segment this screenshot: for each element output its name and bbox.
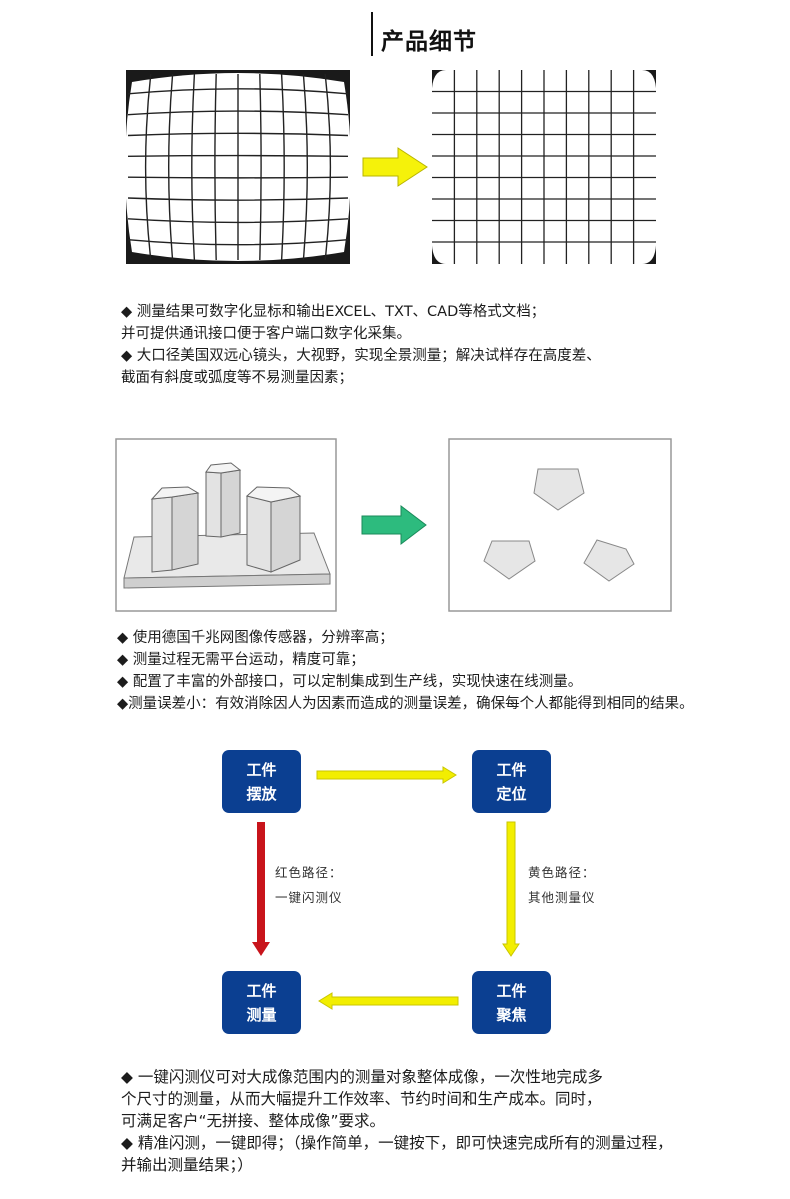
workflow-arrows	[252, 766, 520, 1010]
yellow-arrow-icon	[502, 821, 520, 957]
feature-line: 并可提供通讯接口便于客户端口数字化采集。	[121, 326, 411, 342]
flow-box-line: 工件	[246, 760, 277, 779]
flow-box-place: 工件 摆放	[222, 750, 301, 813]
pentagon-shape	[583, 539, 635, 582]
flow-box-focus: 工件 聚焦	[472, 971, 551, 1034]
yellow-arrow-icon	[316, 766, 457, 784]
feature-line: ◆ 使用德国千兆网图像传感器，分辨率高；	[117, 630, 394, 646]
corrected-grid-image	[431, 70, 657, 264]
path-label-line: 黄色路径：	[528, 865, 596, 880]
grid-line	[280, 73, 285, 261]
path-label-line: 一键闪测仪	[275, 890, 343, 905]
feature-line: ◆ 测量结果可数字化显标和输出EXCEL、TXT、CAD等格式文档；	[121, 304, 546, 320]
grid-line	[214, 73, 217, 261]
feature-list-1: ◆ 测量结果可数字化显标和输出EXCEL、TXT、CAD等格式文档； 并可提供通…	[121, 301, 601, 389]
feature-line: ◆ 一键闪测仪可对大成像范围内的测量对象整体成像，一次性地完成多	[121, 1068, 603, 1086]
feature-line: ◆ 精准闪测，一键即得；（操作简单，一键按下，即可快速完成所有的测量过程，	[121, 1134, 673, 1152]
yellow-arrow-icon	[318, 992, 459, 1010]
grid-line	[127, 132, 349, 137]
flow-box-line: 定位	[496, 784, 527, 803]
feature-line: ◆测量误差小：有效消除因人为因素而造成的测量误差，确保每个人都能得到相同的结果。	[117, 696, 694, 712]
grid-line	[302, 73, 308, 261]
flow-box-line: 测量	[246, 1005, 277, 1024]
feature-line: ◆ 配置了丰富的外部接口，可以定制集成到生产线，实现快速在线测量。	[117, 674, 583, 690]
2d-projection-frame	[448, 438, 672, 612]
hexagon-prism-middle	[205, 462, 242, 538]
page-title: 产品细节	[381, 29, 477, 55]
feature-line: 个尺寸的测量，从而大幅提升工作效率、节约时间和生产成本。同时，	[121, 1090, 602, 1108]
grid-line	[127, 197, 349, 201]
feature-line: ◆ 大口径美国双远心镜头，大视野，实现全景测量；解决试样存在高度差、	[121, 348, 601, 364]
pentagon-shape	[533, 468, 585, 511]
green-arrow-icon	[361, 504, 427, 546]
grid-line	[324, 73, 332, 261]
grid-line	[127, 218, 349, 224]
flow-box-line: 工件	[496, 981, 527, 1000]
yellow-path-label: 黄色路径： 其他测量仪	[528, 860, 596, 910]
red-arrow-icon	[252, 822, 270, 956]
yellow-arrow-icon	[362, 147, 428, 187]
flow-box-line: 工件	[496, 760, 527, 779]
grid-line	[168, 73, 174, 261]
red-path-label: 红色路径： 一键闪测仪	[275, 860, 343, 910]
feature-line: 截面有斜度或弧度等不易测量因素；	[121, 370, 353, 386]
hexagon-prism-left	[150, 486, 200, 573]
grid-line	[191, 73, 196, 261]
grid-line	[127, 110, 349, 116]
feature-line: 并输出测量结果；）	[121, 1156, 253, 1174]
feature-list-2: ◆ 使用德国千兆网图像传感器，分辨率高； ◆ 测量过程无需平台运动，精度可靠； …	[117, 627, 694, 715]
path-label-line: 其他测量仪	[528, 890, 596, 905]
grid-line	[127, 154, 349, 158]
grid-line	[127, 88, 349, 95]
distortion-illustration	[125, 70, 657, 264]
grid-line	[259, 73, 262, 261]
flow-box-line: 聚焦	[496, 1005, 527, 1024]
flow-box-line: 工件	[246, 981, 277, 1000]
feature-line: 可满足客户“无拼接、整体成像”要求。	[121, 1112, 386, 1130]
flow-box-line: 摆放	[246, 784, 277, 803]
title-divider	[371, 12, 373, 56]
path-label-line: 红色路径：	[275, 865, 343, 880]
distorted-grid-image	[125, 70, 351, 264]
pentagon-shape	[483, 540, 536, 580]
flow-box-locate: 工件 定位	[472, 750, 551, 813]
grid-line	[127, 176, 349, 179]
telecentric-illustration	[115, 438, 672, 612]
hexagon-prism-right	[245, 486, 302, 573]
grid-line	[127, 238, 349, 246]
flow-box-measure: 工件 测量	[222, 971, 301, 1034]
feature-list-3: ◆ 一键闪测仪可对大成像范围内的测量对象整体成像，一次性地完成多 个尺寸的测量，…	[121, 1066, 673, 1176]
feature-line: ◆ 测量过程无需平台运动，精度可靠；	[117, 652, 365, 668]
grid-line	[144, 73, 152, 261]
